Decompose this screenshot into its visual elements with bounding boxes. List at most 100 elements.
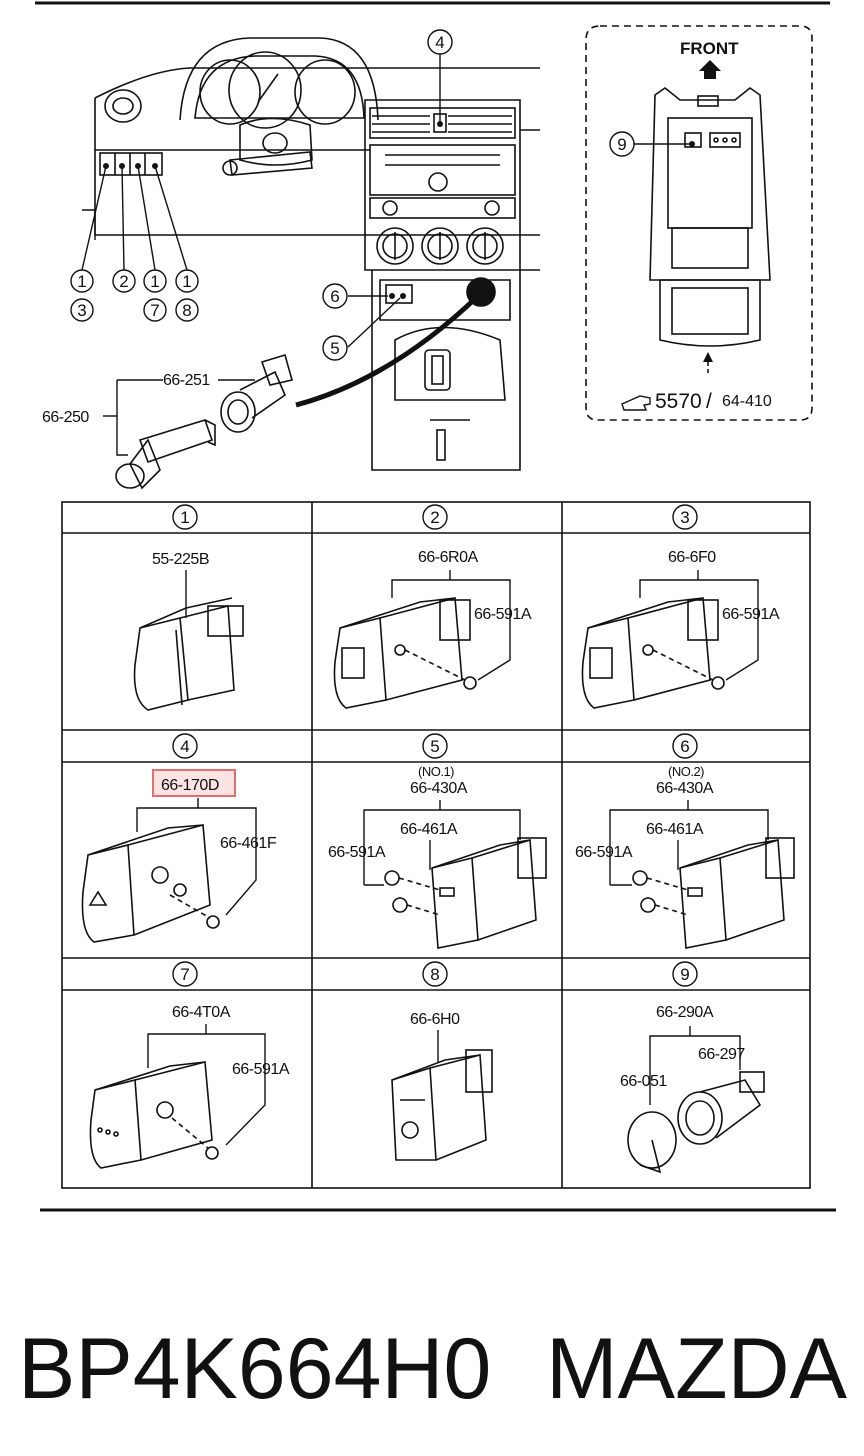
console-inset-frame (585, 25, 813, 421)
lighter-drawing (627, 1071, 765, 1174)
callout-leaders (81, 54, 441, 456)
svg-text:4: 4 (180, 737, 189, 756)
part-label-screw: 66-591A (328, 844, 386, 861)
callout-5: 5 (322, 335, 348, 361)
leader-dot (400, 293, 406, 299)
leader-dot (689, 141, 695, 147)
switch-drawing (391, 1049, 493, 1161)
part-label-66-251: 66-251 (163, 372, 210, 389)
part-leaders (391, 570, 511, 681)
svg-text:1: 1 (180, 508, 189, 527)
part-label-side: 66-297 (698, 1046, 745, 1063)
callout-9: 9 (609, 131, 635, 157)
callout-7: 7 (143, 298, 167, 322)
svg-text:2: 2 (119, 272, 128, 291)
part-label-screw: 66-591A (232, 1061, 290, 1078)
part-label-screw: 66-591A (474, 606, 532, 623)
part-note: (NO.2) (668, 764, 704, 779)
console-drawing (649, 87, 771, 375)
switch-drawing (632, 837, 795, 949)
svg-text:1: 1 (150, 272, 159, 291)
cell-number-2: 2 (422, 504, 448, 530)
cell-number-4: 4 (172, 733, 198, 759)
svg-text:5: 5 (330, 339, 339, 358)
part-label-side: 66-461F (220, 835, 277, 852)
up-arrow-icon (703, 352, 713, 362)
front-arrow-icon (699, 60, 721, 79)
part-note: (NO.1) (418, 764, 454, 779)
switch-drawing (581, 596, 725, 709)
switch-drawing (384, 837, 547, 949)
switch-drawing (89, 1060, 219, 1169)
part-leaders (147, 1024, 266, 1146)
part-label-main: 66-430A (656, 780, 714, 797)
part-leaders (363, 800, 521, 886)
leader-dot (135, 163, 141, 169)
svg-text:6: 6 (680, 737, 689, 756)
cell-number-6: 6 (672, 733, 698, 759)
part-label-main: 66-6F0 (668, 549, 716, 566)
callout-6: 6 (322, 283, 348, 309)
part-label-66-250: 66-250 (42, 409, 89, 426)
svg-text:1: 1 (77, 272, 86, 291)
leader-line (295, 294, 480, 408)
cell-number-8: 8 (422, 961, 448, 987)
part-leaders (649, 1026, 741, 1105)
part-leaders (639, 570, 759, 681)
front-label: FRONT (680, 39, 739, 58)
callout-1: 1 (70, 269, 94, 293)
ref-5570: 5570 (655, 390, 702, 413)
svg-text:3: 3 (77, 301, 86, 320)
svg-text:7: 7 (150, 301, 159, 320)
dashboard-drawing (94, 37, 540, 471)
part-label-main: 66-6H0 (410, 1011, 460, 1028)
svg-text:3: 3 (680, 508, 689, 527)
cell-number-1: 1 (172, 504, 198, 530)
part-label-main: 66-6R0A (418, 549, 478, 566)
leader-dot (437, 121, 443, 127)
cell-number-9: 9 (672, 961, 698, 987)
part-label-side: 66-461A (646, 821, 704, 838)
callout-1: 1 (175, 269, 199, 293)
svg-text:2: 2 (430, 508, 439, 527)
svg-text:8: 8 (430, 965, 439, 984)
part-label-screw: 66-591A (722, 606, 780, 623)
part-leaders (136, 798, 257, 916)
part-label-main: 66-430A (410, 780, 468, 797)
ref-64-410: 64-410 (722, 393, 772, 410)
svg-text:9: 9 (680, 965, 689, 984)
svg-text:7: 7 (180, 965, 189, 984)
lighter-drawing (115, 353, 293, 490)
leader-dot (103, 163, 109, 169)
svg-text:5: 5 (430, 737, 439, 756)
svg-text:4: 4 (435, 33, 444, 52)
svg-text:1: 1 (182, 272, 191, 291)
brand-name: MAZDA (546, 1321, 848, 1417)
part-label-screw: 66-051 (620, 1073, 667, 1090)
part-leaders (609, 800, 769, 886)
switch-drawing (133, 597, 244, 711)
highlight-box (152, 769, 236, 797)
svg-text:8: 8 (182, 301, 191, 320)
callout-1: 1 (143, 269, 167, 293)
pointing-hand-icon (621, 395, 651, 411)
part-label-side: 66-461A (400, 821, 458, 838)
cell-number-5: 5 (422, 733, 448, 759)
part-label-main: 66-170D (161, 777, 219, 794)
ref-separator: / (706, 390, 712, 413)
leader-dot (389, 293, 395, 299)
cell-number-3: 3 (672, 504, 698, 530)
leader-dot (119, 163, 125, 169)
switch-drawing (333, 596, 477, 709)
switch-drawing (81, 823, 220, 943)
cell-number-7: 7 (172, 961, 198, 987)
leader-dot (152, 163, 158, 169)
callout-3: 3 (70, 298, 94, 322)
part-label-main: 66-4T0A (172, 1004, 231, 1021)
callout-2: 2 (112, 269, 136, 293)
svg-text:6: 6 (330, 287, 339, 306)
parts-grid (61, 501, 811, 1189)
svg-text:9: 9 (617, 135, 626, 154)
part-label-main: 55-225B (152, 551, 209, 568)
part-label-main: 66-290A (656, 1004, 714, 1021)
